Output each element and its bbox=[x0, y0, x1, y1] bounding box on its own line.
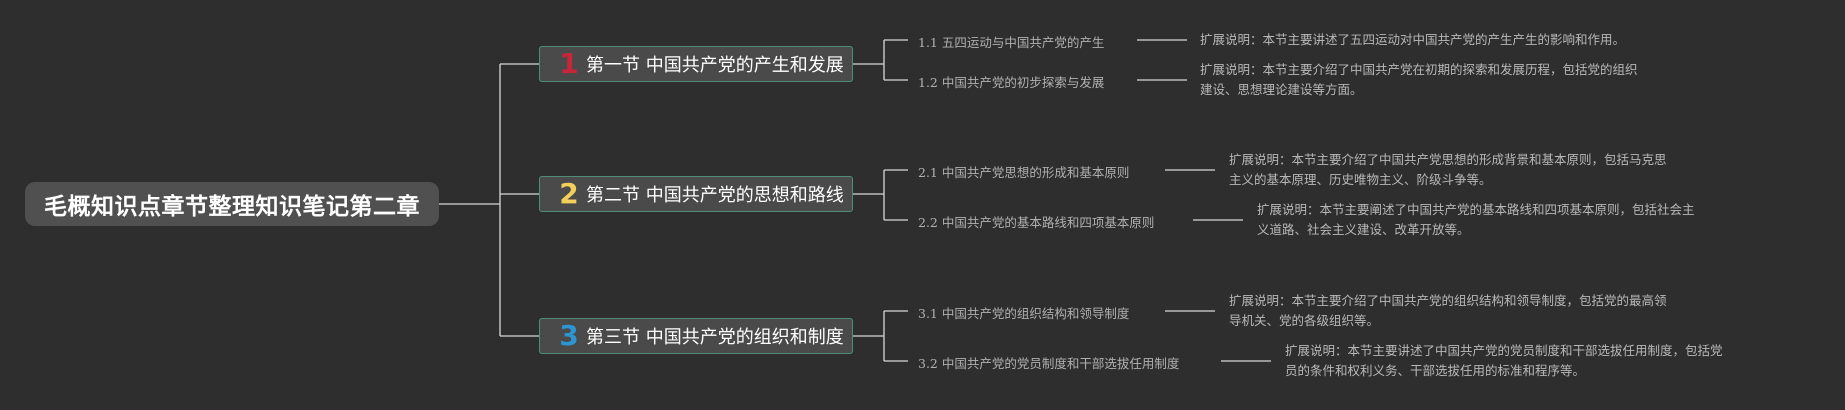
note-line: 扩展说明：本节主要介绍了中国共产党的组织结构和领导制度，包括党的最高领 bbox=[1229, 293, 1667, 308]
root-node[interactable]: 毛概知识点章节整理知识笔记第二章 bbox=[25, 182, 439, 226]
subtopic-1-2[interactable]: 1.2 中国共产党的初步探索与发展 bbox=[918, 75, 1105, 90]
note-line: 导机关、党的各级组织等。 bbox=[1229, 313, 1380, 328]
note-3-2: 扩展说明：本节主要讲述了中国共产党的党员制度和干部选拔任用制度，包括党 员的条件… bbox=[1285, 341, 1723, 381]
note-line: 员的条件和权利义务、干部选拔任用的标准和程序等。 bbox=[1285, 363, 1586, 378]
note-1-2: 扩展说明：本节主要介绍了中国共产党在初期的探索和发展历程，包括党的组织 建设、思… bbox=[1200, 60, 1638, 100]
note-line: 扩展说明：本节主要介绍了中国共产党思想的形成背景和基本原则，包括马克思 bbox=[1229, 152, 1667, 167]
section-title-2: 第二节 中国共产党的思想和路线 bbox=[586, 185, 844, 206]
number-badge-3: 3 bbox=[559, 319, 579, 352]
note-line: 主义的基本原理、历史唯物主义、阶级斗争等。 bbox=[1229, 172, 1492, 187]
note-1-1: 扩展说明：本节主要讲述了五四运动对中国共产党的产生产生的影响和作用。 bbox=[1200, 30, 1625, 50]
note-line: 扩展说明：本节主要讲述了五四运动对中国共产党的产生产生的影响和作用。 bbox=[1200, 32, 1626, 47]
subtopic-2-2[interactable]: 2.2 中国共产党的基本路线和四项基本原则 bbox=[918, 215, 1155, 230]
section-title-3: 第三节 中国共产党的组织和制度 bbox=[586, 327, 844, 348]
number-badge-2: 2 bbox=[559, 177, 579, 210]
note-line: 义道路、社会主义建设、改革开放等。 bbox=[1257, 222, 1470, 237]
section-node-1[interactable]: 1 第一节 中国共产党的产生和发展 bbox=[539, 46, 853, 82]
note-line: 扩展说明：本节主要讲述了中国共产党的党员制度和干部选拔任用制度，包括党 bbox=[1285, 343, 1723, 358]
note-line: 扩展说明：本节主要阐述了中国共产党的基本路线和四项基本原则，包括社会主 bbox=[1257, 202, 1695, 217]
note-line: 扩展说明：本节主要介绍了中国共产党在初期的探索和发展历程，包括党的组织 bbox=[1200, 62, 1638, 77]
section-title-1: 第一节 中国共产党的产生和发展 bbox=[586, 55, 844, 76]
note-line: 建设、思想理论建设等方面。 bbox=[1200, 82, 1363, 97]
root-title: 毛概知识点章节整理知识笔记第二章 bbox=[44, 194, 420, 220]
subtopic-1-1[interactable]: 1.1 五四运动与中国共产党的产生 bbox=[918, 35, 1105, 50]
section-node-2[interactable]: 2 第二节 中国共产党的思想和路线 bbox=[539, 176, 853, 212]
number-badge-1: 1 bbox=[559, 47, 579, 80]
section-node-3[interactable]: 3 第三节 中国共产党的组织和制度 bbox=[539, 318, 853, 354]
subtopic-3-2[interactable]: 3.2 中国共产党的党员制度和干部选拔任用制度 bbox=[918, 356, 1180, 371]
subtopic-3-1[interactable]: 3.1 中国共产党的组织结构和领导制度 bbox=[918, 306, 1130, 321]
note-2-1: 扩展说明：本节主要介绍了中国共产党思想的形成背景和基本原则，包括马克思 主义的基… bbox=[1229, 150, 1667, 190]
note-3-1: 扩展说明：本节主要介绍了中国共产党的组织结构和领导制度，包括党的最高领 导机关、… bbox=[1229, 291, 1667, 331]
note-2-2: 扩展说明：本节主要阐述了中国共产党的基本路线和四项基本原则，包括社会主 义道路、… bbox=[1257, 200, 1695, 240]
subtopic-2-1[interactable]: 2.1 中国共产党思想的形成和基本原则 bbox=[918, 165, 1130, 180]
